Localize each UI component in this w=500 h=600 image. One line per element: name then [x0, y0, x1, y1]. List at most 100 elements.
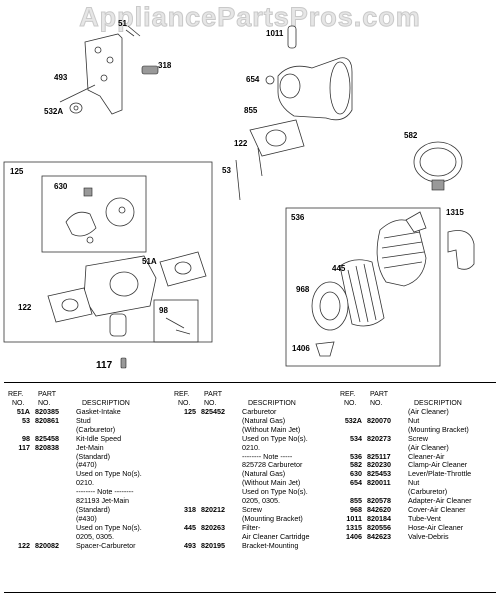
table-row[interactable]: (Air Cleaner)	[340, 443, 498, 453]
description-cell: Adapter-Air Cleaner	[408, 496, 472, 506]
callout-122-bottom: 122	[18, 303, 32, 312]
header-part: PART	[204, 391, 223, 398]
table-row[interactable]: (Without Main Jet)	[174, 478, 334, 488]
ref-cell	[174, 417, 196, 426]
table-row[interactable]: (#430)	[8, 514, 168, 524]
part-number-cell	[30, 515, 73, 524]
header-ref-no: NO.	[12, 400, 25, 407]
table-row[interactable]: 0210.	[174, 443, 334, 453]
clamp-part[interactable]	[413, 141, 463, 191]
ref-cell: 582	[350, 460, 362, 470]
screw-318-part[interactable]	[125, 25, 159, 75]
idle-speed-kit-part[interactable]	[165, 317, 191, 335]
air-cleaner-part[interactable]	[376, 211, 427, 287]
callout-1406: 1406	[292, 344, 310, 353]
air-cleaner-cover-part[interactable]	[311, 281, 349, 331]
part-number-cell	[196, 435, 239, 444]
table-row[interactable]: (Carburetor)	[340, 487, 498, 497]
debris-valve-part[interactable]	[315, 341, 335, 357]
vent-tube-part[interactable]	[287, 25, 297, 49]
description-cell: Valve-Debris	[408, 531, 449, 541]
table-row[interactable]: (Without Main Jet)	[174, 425, 334, 435]
carburetor-part[interactable]	[83, 255, 157, 337]
ref-cell: 968	[350, 504, 362, 514]
header-ref: REF.	[174, 391, 190, 398]
intake-gasket-part[interactable]	[159, 251, 207, 287]
filter-cartridge-part[interactable]	[339, 259, 385, 327]
description-cell: Bracket-Mounting	[242, 540, 299, 550]
table-row[interactable]: (Air Cleaner)	[340, 407, 498, 417]
stud-53-part[interactable]	[235, 159, 241, 201]
nut-532a-part[interactable]	[69, 102, 83, 114]
description-cell: Lever/Plate-Throttle	[408, 469, 472, 479]
ref-cell	[8, 470, 30, 479]
part-number-cell	[196, 479, 239, 488]
air-cleaner-hose-part[interactable]	[447, 230, 475, 270]
table-row[interactable]: (Natural Gas)	[174, 416, 334, 426]
throttle-lever-part[interactable]	[65, 187, 135, 244]
part-number-cell	[30, 488, 73, 497]
mounting-bracket-part[interactable]	[59, 33, 123, 115]
table-row[interactable]: Air Cleaner Cartridge	[174, 532, 334, 542]
header-description: DESCRIPTION	[414, 400, 462, 407]
table-row[interactable]: Used on Type No(s).	[8, 523, 168, 533]
table-row[interactable]: Used on Type No(s).	[8, 469, 168, 479]
ref-cell: 117	[18, 442, 30, 452]
ref-cell	[174, 488, 196, 497]
table-row[interactable]: (Carburetor)	[8, 425, 168, 435]
adapter-gasket-part[interactable]	[249, 119, 305, 157]
table-row[interactable]: 0205, 0305.	[174, 496, 334, 506]
table-row[interactable]: 821193 Jet-Main	[8, 496, 168, 506]
header-ref: REF.	[8, 391, 24, 398]
table-row[interactable]: -------- Note -----	[174, 452, 334, 462]
table-top-rule	[4, 382, 496, 383]
stud-122-part[interactable]	[257, 147, 263, 177]
table-row[interactable]: (Mounting Bracket)	[340, 424, 498, 435]
table-row[interactable]: Used on Type No(s).	[174, 434, 334, 444]
table-row[interactable]: 0210.	[8, 478, 168, 488]
table-row[interactable]: (Standard)	[8, 505, 168, 515]
table-row[interactable]: (#470)	[8, 461, 168, 470]
description-cell: (Air Cleaner)	[408, 407, 449, 416]
table-row[interactable]: (Natural Gas)	[174, 469, 334, 479]
ref-cell	[174, 435, 196, 444]
part-number-cell	[196, 417, 239, 426]
table-row[interactable]: 0205, 0305.	[8, 532, 168, 542]
callout-122-top: 122	[234, 139, 248, 148]
ref-cell	[174, 470, 196, 479]
header-part-no: NO.	[370, 400, 383, 407]
table-row[interactable]: Used on Type No(s).	[174, 487, 334, 497]
part-number-cell: 820556	[367, 522, 391, 532]
description-cell: Nut	[408, 415, 420, 425]
spacer-part[interactable]	[47, 287, 93, 323]
table-row[interactable]: (Mounting Bracket)	[174, 514, 334, 524]
part-number-cell: 820230	[367, 460, 391, 470]
ref-cell: 318	[184, 504, 196, 514]
description-cell: (Mounting Bracket)	[408, 424, 469, 434]
header-part: PART	[370, 391, 389, 398]
table-row[interactable]: (Standard)	[8, 452, 168, 462]
table-row[interactable]: -------- Note --------	[8, 487, 168, 497]
air-cleaner-adapter-part[interactable]	[265, 57, 353, 121]
table-row[interactable]: 825728 Carburetor	[174, 461, 334, 470]
